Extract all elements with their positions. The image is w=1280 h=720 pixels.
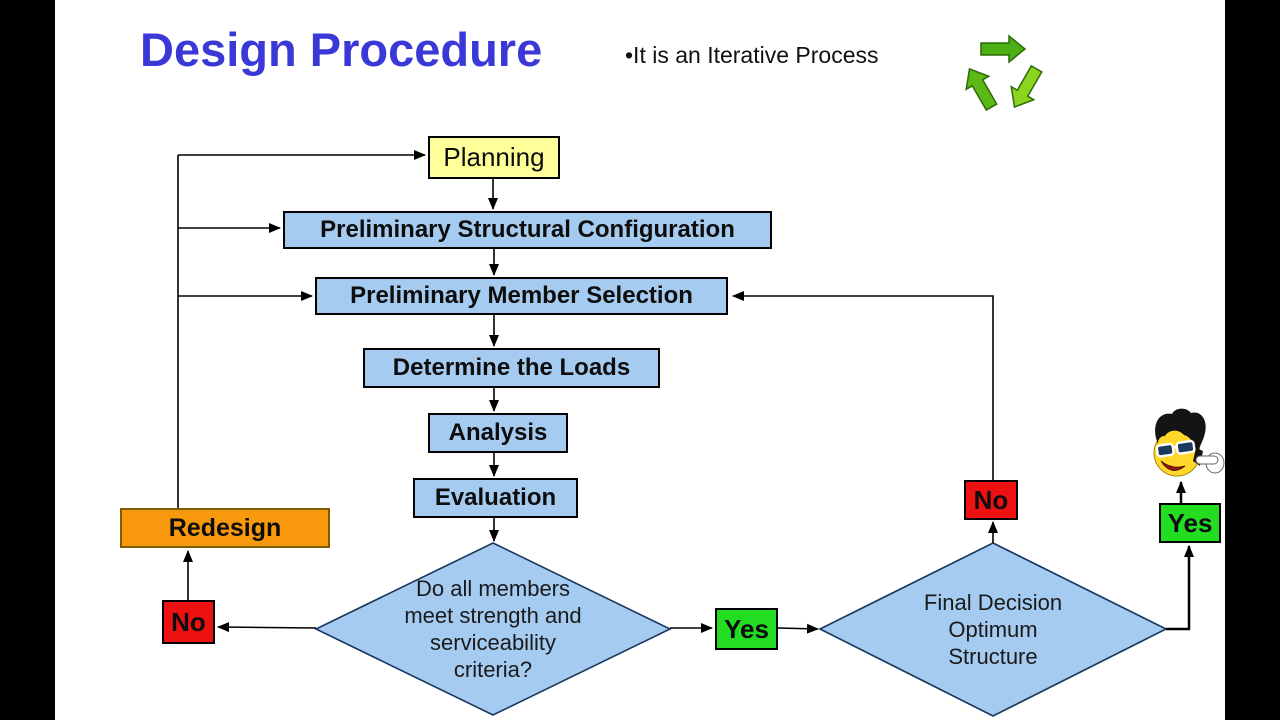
recycle-arrows-icon: [965, 34, 1043, 112]
node-evaluation: Evaluation: [413, 478, 578, 518]
node-yes-right: Yes: [1159, 503, 1221, 543]
connector-arrows: [177, 150, 1194, 634]
node-analysis: Analysis: [428, 413, 568, 453]
node-yes-middle: Yes: [715, 608, 778, 650]
node-preliminary-structural-configuration: Preliminary Structural Configuration: [283, 211, 772, 249]
node-no-right: No: [964, 480, 1018, 520]
node-redesign: Redesign: [120, 508, 330, 548]
node-determine-the-loads: Determine the Loads: [363, 348, 660, 388]
criteria-decision-label: Do all members meet strength and service…: [404, 576, 582, 682]
iterative-process-note: •It is an Iterative Process: [625, 42, 879, 68]
final-decision-diamond: [818, 542, 1168, 717]
page-title: Design Procedure: [140, 23, 543, 76]
criteria-decision-diamond: [314, 542, 672, 716]
node-preliminary-member-selection: Preliminary Member Selection: [315, 277, 728, 315]
final-decision-label: Final Decision Optimum Structure: [923, 590, 1063, 669]
pointing-sunglasses-smiley-icon: [1153, 408, 1225, 477]
node-no-left: No: [162, 600, 215, 644]
node-planning: Planning: [428, 136, 560, 179]
